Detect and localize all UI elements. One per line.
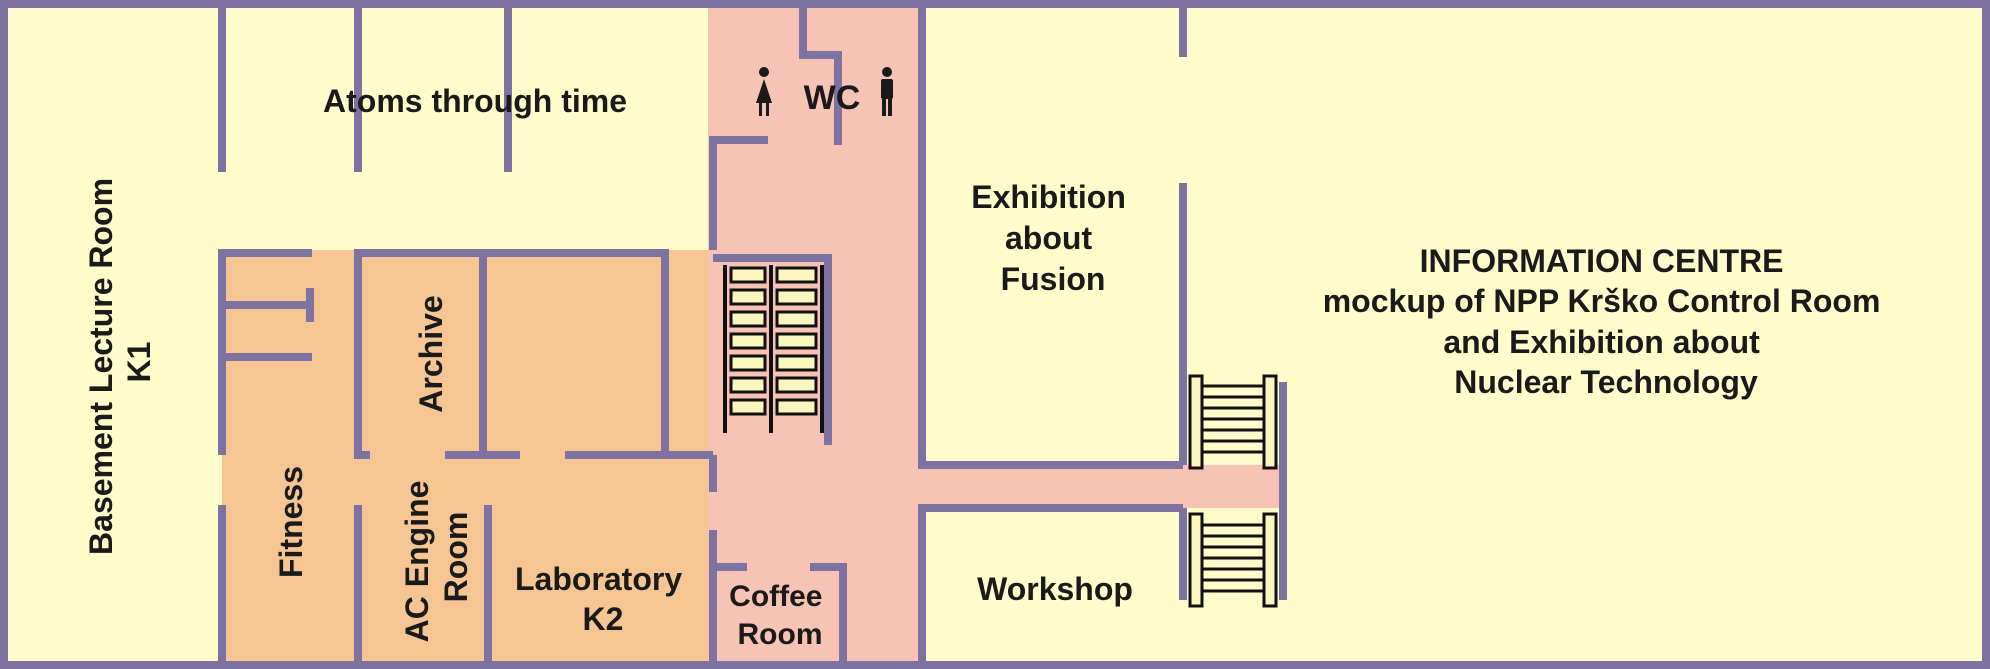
woman-icon <box>756 67 772 116</box>
woman-leg <box>759 103 762 116</box>
stair-step <box>729 310 767 328</box>
wall-segment <box>713 254 832 445</box>
stair-step <box>775 310 818 328</box>
wall-segment <box>918 504 1183 665</box>
man-leg <box>888 99 892 116</box>
coffee-room-line1: Coffee <box>729 580 822 613</box>
stair-step <box>729 332 767 350</box>
stairs-icon <box>723 265 824 433</box>
stair-step <box>775 398 818 416</box>
stair-post <box>1262 512 1278 608</box>
exhibition-fusion-line2: about <box>1005 220 1092 256</box>
orange-zone <box>222 250 708 669</box>
stair-step <box>775 266 818 284</box>
woman-leg <box>766 103 769 116</box>
stairs-icon <box>1188 374 1278 470</box>
information-centre-line4: Nuclear Technology <box>1454 364 1758 400</box>
exhibition-fusion-label: Exhibition about Fusion <box>971 179 1135 297</box>
basement-lecture-room-line1: Basement Lecture Room <box>83 178 119 555</box>
laboratory-line2: K2 <box>583 601 624 637</box>
laboratory-label: Laboratory K2 <box>515 561 691 637</box>
archive-label: Archive <box>413 295 449 412</box>
stair-step <box>729 398 767 416</box>
stair-step <box>729 376 767 394</box>
coffee-room-label: Coffee Room <box>729 580 831 651</box>
stair-step <box>729 354 767 372</box>
stair-step <box>775 332 818 350</box>
information-centre-line3: and Exhibition about <box>1443 324 1760 360</box>
wc-label: WC <box>804 79 861 117</box>
ac-engine-room-line1: AC Engine <box>399 481 435 643</box>
stairs-icon <box>1188 512 1278 608</box>
workshop-label: Workshop <box>977 571 1133 607</box>
man-leg <box>882 99 886 116</box>
wall-segment <box>218 249 312 455</box>
atoms-through-time-label: Atoms through time <box>323 83 627 119</box>
stair-step <box>775 376 818 394</box>
wall-segment <box>709 136 768 250</box>
laboratory-line1: Laboratory <box>515 561 682 597</box>
ac-engine-room-line2: Room <box>438 512 474 603</box>
exhibition-fusion-line1: Exhibition <box>971 179 1126 215</box>
stair-post <box>1262 374 1278 470</box>
ac-engine-room-label: AC Engine Room <box>399 472 474 643</box>
stair-step <box>729 288 767 306</box>
coffee-room-line2: Room <box>738 618 823 651</box>
exhibition-fusion-line3: Fusion <box>1001 261 1106 297</box>
information-centre-label: INFORMATION CENTRE mockup of NPP Krško C… <box>1323 243 1890 400</box>
wall-segment <box>354 249 669 459</box>
man-icon <box>881 67 893 116</box>
basement-lecture-room-line2: K1 <box>121 342 157 383</box>
fitness-label: Fitness <box>273 466 309 578</box>
information-centre-line1: INFORMATION CENTRE <box>1420 243 1784 279</box>
wall-segment <box>918 8 1183 469</box>
stair-post <box>1188 374 1204 470</box>
wall-segment <box>810 563 847 665</box>
pink-corridor <box>708 0 1280 669</box>
man-body <box>881 79 893 99</box>
stair-step <box>775 354 818 372</box>
stair-post <box>1188 512 1204 608</box>
wall-segment <box>799 8 842 145</box>
woman-dress <box>756 79 772 103</box>
basement-lecture-room-label: Basement Lecture Room K1 <box>83 169 157 555</box>
information-centre-line2: mockup of NPP Krško Control Room <box>1323 283 1881 319</box>
stair-step <box>775 288 818 306</box>
woman-head <box>759 67 769 77</box>
man-head <box>882 67 892 77</box>
stair-step <box>729 266 767 284</box>
